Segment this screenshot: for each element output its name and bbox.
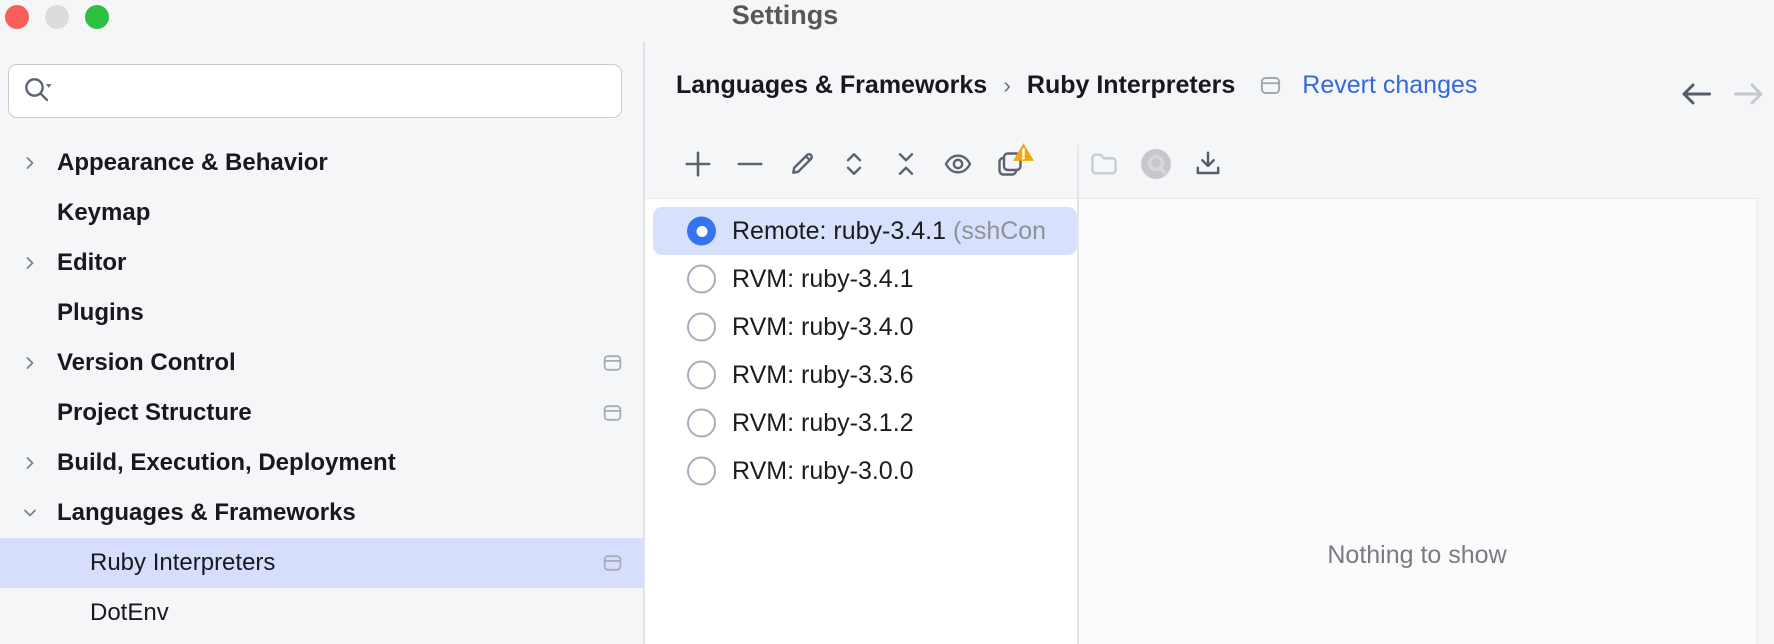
chevron-right-icon[interactable] [20, 253, 40, 273]
interpreter-list: Remote: ruby-3.4.1 (sshCon RVM: ruby-3.4… [645, 198, 1077, 644]
sidebar-item-version-control[interactable]: Version Control [0, 338, 643, 388]
modified-indicator-icon [602, 553, 623, 574]
sidebar-item-appearance-behavior[interactable]: Appearance & Behavior [0, 138, 643, 188]
panel-divider [1077, 145, 1079, 644]
folder-icon[interactable] [1086, 146, 1122, 182]
sidebar-item-label: Plugins [57, 299, 144, 326]
chevron-right-icon[interactable] [20, 353, 40, 373]
interpreter-row-rvm-ruby-3-0-0[interactable]: RVM: ruby-3.0.0 [645, 447, 1077, 495]
interpreter-label: RVM: ruby-3.4.1 [732, 264, 914, 293]
interpreter-row-rvm-ruby-3-4-0[interactable]: RVM: ruby-3.4.0 [645, 303, 1077, 351]
interpreter-label: RVM: ruby-3.0.0 [732, 456, 914, 485]
sidebar-item-label: Version Control [57, 349, 236, 376]
add-icon[interactable] [680, 146, 716, 182]
interpreter-label: RVM: ruby-3.4.0 [732, 312, 914, 341]
breadcrumb-languages-frameworks[interactable]: Languages & Frameworks [676, 70, 988, 99]
settings-sidebar: Appearance & Behavior Keymap Editor Plug… [0, 0, 643, 644]
interpreter-row-rvm-ruby-3-1-2[interactable]: RVM: ruby-3.1.2 [645, 399, 1077, 447]
radio-icon[interactable] [687, 264, 716, 294]
revert-changes-link[interactable]: Revert changes [1302, 70, 1478, 99]
sidebar-item-label: Languages & Frameworks [57, 499, 356, 526]
sidebar-item-dotenv[interactable]: DotEnv [0, 588, 643, 638]
interpreter-label: RVM: ruby-3.3.6 [732, 360, 914, 389]
modified-indicator-icon [1259, 74, 1282, 97]
sidebar-item-ruby-interpreters[interactable]: Ruby Interpreters [0, 538, 643, 588]
interpreter-label: RVM: ruby-3.1.2 [732, 408, 914, 437]
interpreter-row-rvm-ruby-3-4-1[interactable]: RVM: ruby-3.4.1 [645, 255, 1077, 303]
sidebar-item-label: DotEnv [90, 599, 169, 626]
empty-state-text: Nothing to show [1327, 541, 1507, 569]
expand-icon[interactable] [836, 146, 872, 182]
window-title: Settings [731, 0, 839, 30]
collapse-icon[interactable] [888, 146, 924, 182]
minimize-button[interactable] [45, 5, 69, 29]
sidebar-item-label: Build, Execution, Deployment [57, 449, 396, 476]
radio-icon[interactable] [687, 456, 716, 486]
sidebar-item-languages-frameworks[interactable]: Languages & Frameworks [0, 488, 643, 538]
interpreter-toolbar [680, 130, 1034, 198]
sidebar-item-label: Appearance & Behavior [57, 149, 328, 176]
sidebar-item-editor[interactable]: Editor [0, 238, 643, 288]
sidebar-item-label: Project Structure [57, 399, 252, 426]
sidebar-item-label: Editor [57, 249, 127, 276]
warning-icon [1012, 142, 1035, 167]
modified-indicator-icon [602, 403, 623, 424]
eye-icon[interactable] [940, 146, 976, 182]
radio-selected-icon[interactable] [687, 216, 716, 246]
chevron-down-icon[interactable] [20, 503, 40, 523]
breadcrumb-ruby-interpreters[interactable]: Ruby Interpreters [1026, 70, 1236, 99]
edit-icon[interactable] [784, 146, 820, 182]
radio-icon[interactable] [687, 408, 716, 438]
sidebar-item-label: Ruby Interpreters [90, 549, 276, 576]
gems-panel: Nothing to show [1078, 198, 1757, 644]
sidebar-divider [643, 42, 645, 644]
download-icon[interactable] [1190, 146, 1226, 182]
interpreter-note: (sshCon [953, 216, 1047, 245]
duplicate-icon[interactable] [992, 143, 1034, 182]
gem-icon[interactable] [1138, 146, 1174, 182]
chevron-right-icon[interactable] [20, 453, 40, 473]
sidebar-item-keymap[interactable]: Keymap [0, 188, 643, 238]
zoom-button[interactable] [85, 5, 109, 29]
settings-tree: Appearance & Behavior Keymap Editor Plug… [0, 138, 643, 638]
remove-icon[interactable] [732, 146, 768, 182]
search-input[interactable] [8, 64, 622, 118]
breadcrumb-separator: › [1003, 71, 1011, 98]
modified-indicator-icon [602, 353, 623, 374]
gems-toolbar [1086, 130, 1226, 198]
breadcrumb: Languages & Frameworks › Ruby Interprete… [676, 66, 1477, 104]
radio-icon[interactable] [687, 312, 716, 342]
sidebar-item-label: Keymap [57, 199, 151, 226]
forward-button[interactable] [1729, 79, 1769, 109]
interpreter-row-remote-ruby-3-4-1[interactable]: Remote: ruby-3.4.1 (sshCon [653, 207, 1077, 255]
search-icon[interactable] [22, 75, 54, 107]
interpreter-row-rvm-ruby-3-3-6[interactable]: RVM: ruby-3.3.6 [645, 351, 1077, 399]
chevron-right-icon[interactable] [20, 153, 40, 173]
radio-icon[interactable] [687, 360, 716, 390]
sidebar-item-plugins[interactable]: Plugins [0, 288, 643, 338]
interpreter-label: Remote: ruby-3.4.1 [732, 216, 946, 245]
close-button[interactable] [5, 5, 29, 29]
sidebar-item-build-execution-deployment[interactable]: Build, Execution, Deployment [0, 438, 643, 488]
back-button[interactable] [1676, 79, 1716, 109]
sidebar-item-project-structure[interactable]: Project Structure [0, 388, 643, 438]
